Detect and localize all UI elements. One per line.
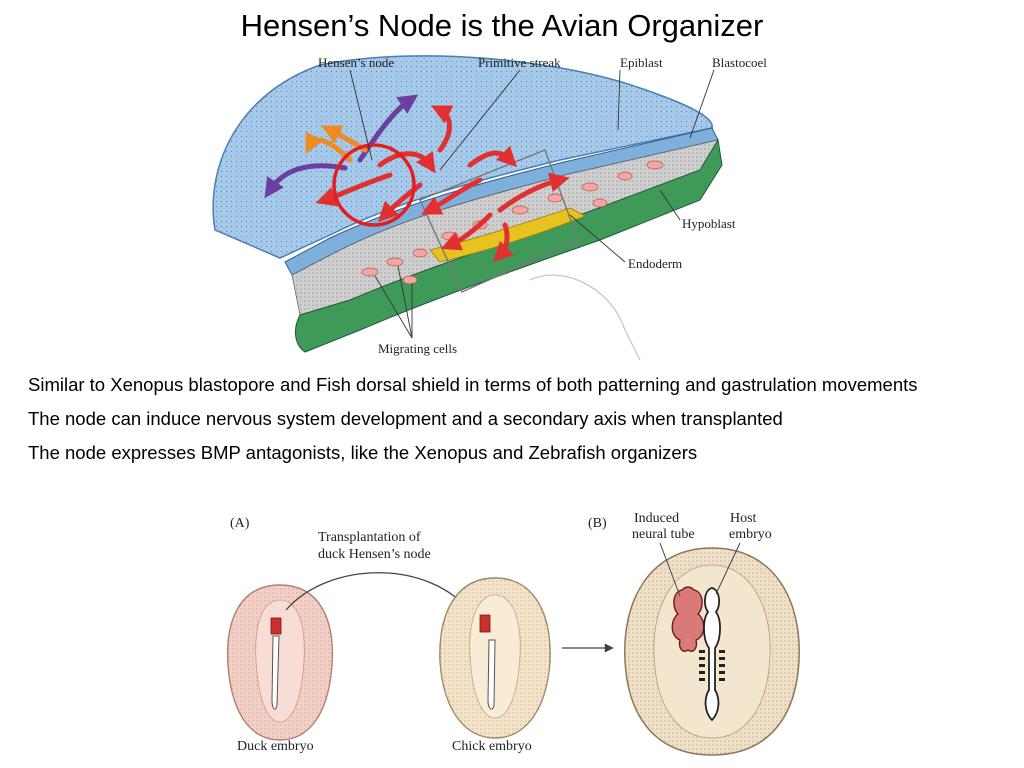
label-leader-lines: [349, 69, 715, 339]
label-endoderm: Endoderm: [628, 256, 682, 271]
blastoderm-diagram: Hensen’s node Primitive streak Epiblast …: [212, 55, 767, 361]
bullet-1: Similar to Xenopus blastopore and Fish d…: [28, 374, 918, 395]
embryo-outline: [529, 274, 641, 361]
duck-hensens-node: [270, 617, 282, 635]
host-label-line2: embryo: [729, 527, 772, 542]
epiblast-surface: [212, 55, 713, 259]
host-embryo: [624, 547, 800, 756]
chick-embryo: [439, 577, 551, 739]
panel-b-label: (B): [588, 516, 607, 531]
slide-title: Hensen’s Node is the Avian Organizer: [240, 8, 764, 43]
label-blastocoel: Blastocoel: [712, 55, 767, 70]
host-neural-tube: [703, 587, 721, 722]
induced-label-line1: Induced: [634, 511, 679, 526]
induced-label-line2: neural tube: [632, 527, 695, 542]
label-migrating-cells: Migrating cells: [378, 341, 457, 356]
chick-embryo-label: Chick embryo: [452, 739, 532, 754]
panel-a-label: (A): [230, 516, 250, 531]
host-label-line1: Host: [730, 511, 757, 526]
induced-neural-tube: [671, 586, 705, 652]
bullet-2: The node can induce nervous system devel…: [28, 408, 783, 429]
label-primitive-streak: Primitive streak: [478, 55, 561, 70]
host-somites: [699, 650, 725, 681]
hensens-node-highlight-circle: [332, 143, 416, 227]
bullet-3: The node expresses BMP antagonists, like…: [28, 442, 698, 463]
duck-embryo: [226, 584, 334, 741]
transplant-label-line2: duck Hensen’s node: [318, 547, 431, 562]
bullet-list: Similar to Xenopus blastopore and Fish d…: [28, 373, 988, 475]
label-epiblast: Epiblast: [620, 55, 663, 70]
duck-embryo-label: Duck embryo: [237, 739, 314, 754]
label-hypoblast: Hypoblast: [682, 216, 736, 231]
transplant-arrow: [285, 572, 472, 614]
transplant-label-line1: Transplantation of: [318, 530, 421, 545]
cell-movement-arrows: [264, 94, 570, 263]
induced-leader-line: [659, 542, 681, 597]
host-leader-line: [715, 542, 741, 595]
chick-graft: [479, 614, 491, 633]
label-hensens-node: Hensen’s node: [318, 55, 394, 70]
